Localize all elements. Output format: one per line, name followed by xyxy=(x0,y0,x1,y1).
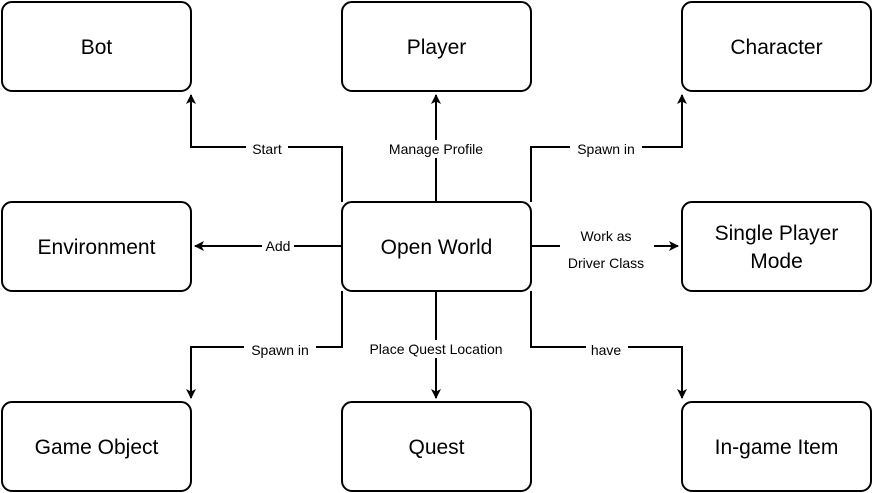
node-game-object[interactable]: Game Object xyxy=(1,401,192,492)
edge-open-world-to-bot: Start xyxy=(186,94,343,202)
node-label-open-world: Open World xyxy=(381,236,493,259)
edge-open-world-to-player: Manage Profile xyxy=(378,94,494,202)
node-label-player: Player xyxy=(407,36,467,59)
node-label-environment: Environment xyxy=(38,236,156,259)
node-label-character: Character xyxy=(730,36,822,59)
edge-label-add: Add xyxy=(266,238,291,254)
edge-label-spawn-in-game-object: Spawn in xyxy=(251,342,309,358)
edge-label-spawn-in-character: Spawn in xyxy=(577,141,635,157)
edge-open-world-to-character: Spawn in xyxy=(530,94,687,202)
edge-label-place-quest-location: Place Quest Location xyxy=(369,341,502,357)
node-bot[interactable]: Bot xyxy=(1,1,192,92)
node-label-quest: Quest xyxy=(408,436,464,459)
node-label-in-game-item: In-game Item xyxy=(715,436,839,459)
node-label-single-player: Single Player xyxy=(715,222,839,245)
node-open-world[interactable]: Open World xyxy=(341,201,532,292)
edge-label-work-as: Work as xyxy=(580,228,631,244)
edge-open-world-to-environment: Add xyxy=(194,237,342,255)
node-label-game-object: Game Object xyxy=(35,436,159,459)
node-quest[interactable]: Quest xyxy=(341,401,532,492)
edge-label-start: Start xyxy=(252,141,282,157)
edge-open-world-to-in-game-item: have xyxy=(530,291,687,399)
node-character[interactable]: Character xyxy=(681,1,872,92)
node-label-bot: Bot xyxy=(81,36,113,59)
node-player[interactable]: Player xyxy=(341,1,532,92)
node-environment[interactable]: Environment xyxy=(1,201,192,292)
node-in-game-item[interactable]: In-game Item xyxy=(681,401,872,492)
edge-open-world-to-game-object: Spawn in xyxy=(186,291,343,399)
node-single-player-mode[interactable]: Single Player Mode xyxy=(681,201,872,292)
edge-open-world-to-quest: Place Quest Location xyxy=(358,291,514,399)
edge-label-manage-profile: Manage Profile xyxy=(389,141,483,157)
node-label-mode: Mode xyxy=(750,250,803,273)
edge-label-have: have xyxy=(591,342,622,358)
edge-open-world-to-single-player-mode: Work as Driver Class xyxy=(531,226,679,272)
edge-label-driver-class: Driver Class xyxy=(568,255,644,271)
